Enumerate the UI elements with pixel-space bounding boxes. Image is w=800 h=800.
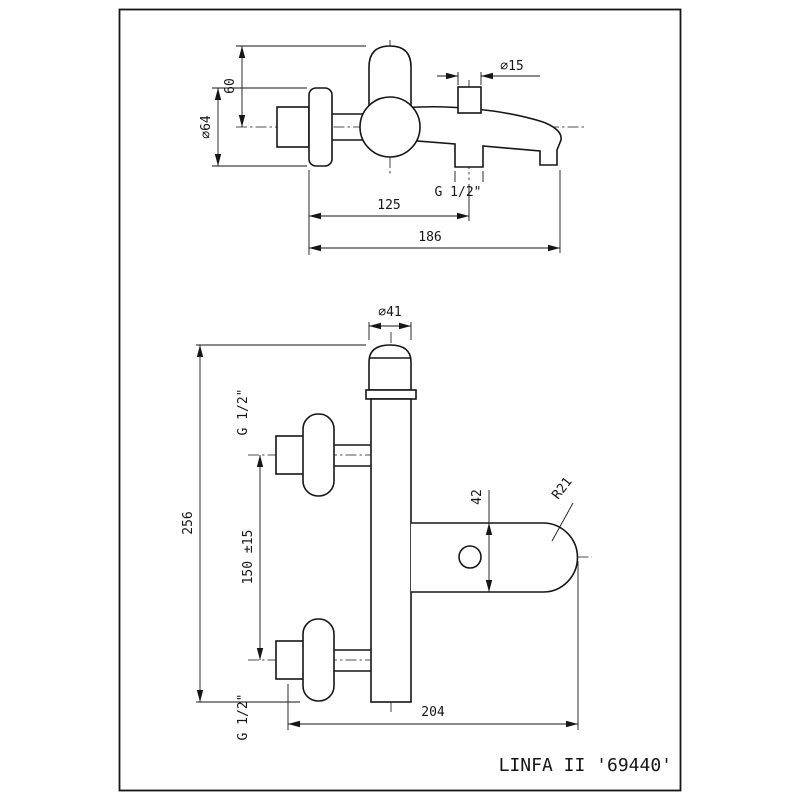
drawing-title: LINFA II '69440' bbox=[499, 755, 672, 776]
handle-screw bbox=[458, 545, 482, 569]
diverter-knob bbox=[457, 86, 482, 114]
dim-handle-height: 60 bbox=[223, 45, 366, 127]
dim-d15-label: ∅15 bbox=[500, 59, 523, 74]
escutcheon-side bbox=[308, 87, 333, 167]
front-view: ∅41 G 1/2" 256 150 ±15 42 R21 G 1/2" bbox=[181, 305, 592, 740]
thread-g12-label: G 1/2" bbox=[435, 185, 482, 200]
extension-line bbox=[196, 344, 366, 703]
dim-42-label: 42 bbox=[470, 489, 485, 505]
dim-top-diameter: ∅41 bbox=[368, 305, 412, 340]
body-column bbox=[370, 398, 412, 703]
dim-125-label: 125 bbox=[377, 198, 400, 213]
dim-d64-label: ∅64 bbox=[199, 115, 214, 139]
thread-g12-top-label: G 1/2" bbox=[236, 389, 251, 436]
top-cap bbox=[368, 344, 412, 391]
mixer-body-circle bbox=[359, 96, 421, 158]
outlet-thread-label: G 1/2" bbox=[435, 171, 484, 200]
connector-pipe-side bbox=[332, 113, 368, 141]
leader-line bbox=[551, 502, 574, 542]
dim-handle-thickness: 42 bbox=[470, 489, 493, 592]
dim-total-height: 256 bbox=[181, 344, 366, 703]
dim-150-label: 150 ±15 bbox=[241, 530, 256, 585]
dim-60-label: 60 bbox=[223, 78, 238, 94]
top-collar bbox=[365, 389, 417, 400]
lower-union-square bbox=[275, 640, 308, 680]
upper-connector-pipe bbox=[334, 444, 371, 467]
dim-204-label: 204 bbox=[421, 705, 445, 720]
lower-connector-pipe bbox=[334, 649, 371, 672]
handle-lever-side bbox=[368, 45, 412, 111]
dim-256-label: 256 bbox=[181, 511, 196, 534]
dim-d41-label: ∅41 bbox=[378, 305, 401, 320]
upper-escutcheon bbox=[302, 413, 335, 497]
extension-line bbox=[212, 87, 307, 167]
dim-escutcheon-diameter: ∅64 bbox=[199, 87, 307, 167]
wall-union-square-side bbox=[276, 106, 310, 148]
spout bbox=[399, 105, 562, 168]
dim-wall-to-spout-tip: 186 bbox=[309, 170, 561, 253]
extension-line bbox=[454, 171, 484, 182]
dim-wall-to-outlet: 125 bbox=[308, 170, 470, 255]
extension-line bbox=[308, 170, 470, 255]
dim-inlet-spacing: 150 ±15 bbox=[241, 455, 264, 660]
handle-lever-front bbox=[411, 522, 579, 593]
dim-186-label: 186 bbox=[418, 230, 441, 245]
dim-total-depth: 204 bbox=[287, 561, 579, 730]
top-view: 60 ∅64 ∅15 G 1/2" 125 bbox=[199, 40, 585, 255]
lower-escutcheon bbox=[302, 618, 335, 702]
upper-union-square bbox=[275, 435, 308, 475]
dim-knob-diameter: ∅15 bbox=[437, 59, 540, 85]
thread-g12-bottom-label: G 1/2" bbox=[236, 694, 251, 741]
